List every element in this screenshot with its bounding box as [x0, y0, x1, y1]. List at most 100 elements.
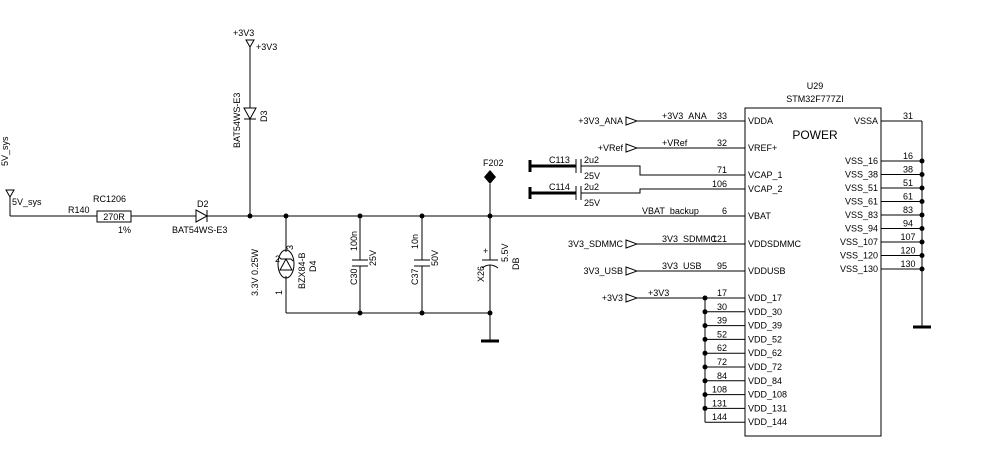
- wire-label: VBAT_backup: [642, 206, 699, 216]
- pin-wire: [581, 165, 745, 176]
- capacitor-c30-ref: C30: [349, 268, 359, 285]
- capacitor-c30-voltage: 25V: [368, 250, 378, 266]
- pin-number: 62: [717, 343, 727, 353]
- pin-number: 31: [903, 111, 913, 121]
- resistor-tolerance: 1%: [118, 225, 131, 235]
- resistor-value: 270R: [103, 212, 125, 222]
- pin-name: VSS_16: [845, 156, 878, 166]
- pin-number: 84: [717, 371, 727, 381]
- net-label: 3V3_SDMMC: [568, 239, 624, 249]
- ic-ref: U29: [807, 81, 824, 91]
- junction-dot: [702, 350, 708, 356]
- pin-number: 130: [900, 259, 915, 269]
- pin-name: VDD_62: [748, 348, 782, 358]
- pin-number: 94: [903, 219, 913, 229]
- power-arrow-icon: [245, 39, 255, 49]
- battery-package: DB: [511, 257, 521, 270]
- capacitor-c37-voltage: 50V: [430, 250, 440, 266]
- pin-number: 30: [717, 302, 727, 312]
- pin-name: VDD_72: [748, 362, 782, 372]
- resistor-r140: RC1206 R140 270R 1%: [68, 194, 132, 235]
- pin-number: 72: [717, 357, 727, 367]
- ic-u29: U29 STM32F777ZI POWER: [744, 81, 882, 437]
- pin-number: 32: [717, 138, 727, 148]
- pin-number: 106: [712, 179, 727, 189]
- power-side-label-3v3: +3V3: [256, 42, 277, 52]
- capacitor-ref: C113: [549, 155, 570, 165]
- pin-number: 33: [717, 111, 727, 121]
- power-label-5v-sys: 5V_sys: [0, 136, 10, 166]
- pin-name: VDD_17: [748, 293, 782, 303]
- junction-dot: [702, 392, 708, 398]
- pin-name: VCAP_2: [748, 184, 783, 194]
- ic-body: [744, 107, 882, 437]
- fiducial-ref: F202: [483, 158, 504, 168]
- ic-part: STM32F777ZI: [786, 94, 844, 104]
- zener-package-icon: [277, 249, 295, 279]
- wire-label: +3V3_ANA: [662, 111, 707, 121]
- zener-rating: 3.3V 0.25W: [250, 248, 260, 296]
- diode-d3: BAT54WS-E3 D3: [232, 93, 269, 216]
- pin-name: VREF+: [748, 143, 777, 153]
- resistor-ref: R140: [68, 205, 90, 215]
- diamond-icon: [484, 170, 496, 184]
- battery-ref: X26: [476, 266, 486, 282]
- net-label: +VRef: [598, 143, 624, 153]
- pin-name: VDD_84: [748, 376, 782, 386]
- junction-dot: [702, 405, 708, 411]
- zener-d4: 1 2 3 BZX84-B D4: [274, 213, 318, 313]
- pin-wire: [581, 188, 745, 194]
- pin-name: VDDUSB: [748, 266, 786, 276]
- pin-name: VDD_131: [748, 403, 787, 413]
- battery-x26: + X26 5.5V DB: [476, 213, 521, 343]
- junction-dot: [702, 336, 708, 342]
- pin-name: VSS_94: [845, 224, 878, 234]
- pin-number: 71: [717, 165, 727, 175]
- pin-name: VDD_39: [748, 321, 782, 331]
- capacitor-voltage: 25V: [584, 171, 600, 181]
- capacitor-c30-value: 100n: [349, 231, 359, 251]
- capacitor-voltage: 25V: [584, 198, 600, 208]
- pin-number: 38: [903, 165, 913, 175]
- pin-name: VDD_144: [748, 417, 787, 427]
- power-label-3v3: +3V3: [233, 28, 254, 38]
- capacitor-c37-ref: C37: [410, 268, 420, 285]
- port-arrow-icon: [625, 293, 639, 303]
- diode-d2-part: BAT54WS-E3: [172, 225, 227, 235]
- wire-label: +3V3: [648, 288, 669, 298]
- pin-name: VSS_51: [845, 183, 878, 193]
- pin-name: VSS_61: [845, 197, 878, 207]
- wire-label: +VRef: [662, 138, 688, 148]
- pin-number: 108: [712, 385, 727, 395]
- resistor-package: RC1206: [93, 194, 126, 204]
- zener-pin-anode: 1: [274, 290, 284, 295]
- power-port-3v3-top: +3V3 +3V3: [233, 28, 277, 108]
- pin-name: VDDA: [748, 116, 773, 126]
- zener-icon: [279, 257, 293, 271]
- diode-d2: D2 BAT54WS-E3: [172, 199, 227, 235]
- junction-dot: [702, 295, 708, 301]
- zener-pin-nc: 2: [275, 254, 280, 264]
- pin-name: VDD_52: [748, 334, 782, 344]
- pin-name: VDDSDMMC: [748, 239, 801, 249]
- zener-ref: D4: [308, 260, 318, 272]
- ic-pins: VDDA33+3V3_ANA+3V3_ANAVREF+32+VRef+VRefV…: [568, 111, 931, 427]
- fiducial-f202: F202: [483, 158, 504, 216]
- pin-name: VSS_120: [840, 251, 878, 261]
- pin-name: VSS_83: [845, 210, 878, 220]
- pin-name: VSS_107: [840, 237, 878, 247]
- pin-number: 120: [900, 246, 915, 256]
- diode-d2-ref: D2: [197, 199, 209, 209]
- pin-name: VSS_38: [845, 170, 878, 180]
- pin-number: 95: [717, 261, 727, 271]
- junction-dot: [702, 378, 708, 384]
- net-label: 3V3_USB: [583, 266, 623, 276]
- zener-part: BZX84-B: [297, 252, 307, 289]
- junction-dot: [702, 323, 708, 329]
- battery-plus: +: [483, 246, 488, 256]
- diode-icon: [195, 209, 209, 223]
- pin-name: VDD_30: [748, 307, 782, 317]
- pin-number: 6: [722, 206, 727, 216]
